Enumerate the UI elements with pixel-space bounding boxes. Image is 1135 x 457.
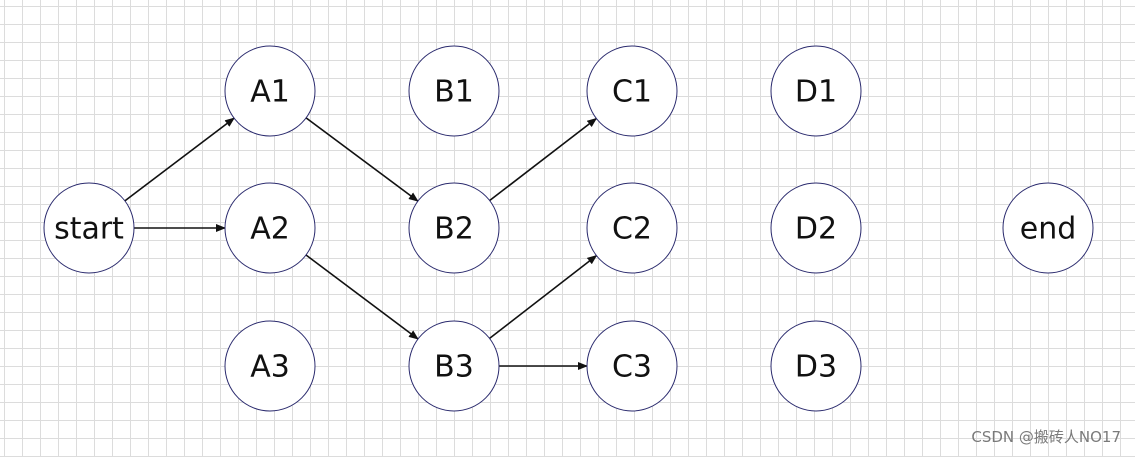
node-circle — [224, 320, 316, 412]
node-circle — [224, 182, 316, 274]
node-circle — [586, 182, 678, 274]
node-circle — [770, 45, 862, 137]
node-label: B3 — [434, 350, 474, 385]
edge-B2-C1 — [489, 117, 598, 202]
node-label: B1 — [434, 75, 474, 110]
node-label: D1 — [795, 75, 837, 110]
node-circle — [770, 182, 862, 274]
watermark-text: CSDN @搬砖人NO17 — [971, 428, 1121, 446]
node-D3: D3 — [770, 320, 862, 412]
node-label: D2 — [795, 212, 837, 247]
node-label: C3 — [612, 350, 652, 385]
node-circle — [1002, 182, 1094, 274]
edge-A1-B2 — [305, 117, 419, 202]
node-circle — [586, 320, 678, 412]
node-B3: B3 — [408, 320, 500, 412]
node-label: end — [1020, 212, 1077, 247]
edge-B3-C2 — [489, 254, 598, 340]
node-end: end — [1002, 182, 1094, 274]
node-C2: C2 — [586, 182, 678, 274]
edge-start-A1 — [124, 117, 235, 202]
node-C3: C3 — [586, 320, 678, 412]
node-A2: A2 — [224, 182, 316, 274]
node-circle — [770, 320, 862, 412]
node-circle — [224, 45, 316, 137]
node-circle — [408, 45, 500, 137]
node-D1: D1 — [770, 45, 862, 137]
node-C1: C1 — [586, 45, 678, 137]
node-circle — [586, 45, 678, 137]
node-circle — [408, 182, 500, 274]
node-circle — [43, 182, 135, 274]
node-B1: B1 — [408, 45, 500, 137]
node-label: B2 — [434, 212, 474, 247]
edge-A2-B3 — [305, 254, 419, 340]
node-label: start — [54, 212, 124, 247]
node-label: D3 — [795, 350, 837, 385]
node-start: start — [43, 182, 135, 274]
node-circle — [408, 320, 500, 412]
node-D2: D2 — [770, 182, 862, 274]
node-label: A2 — [250, 212, 290, 247]
node-label: C2 — [612, 212, 652, 247]
node-label: A1 — [250, 75, 290, 110]
node-A3: A3 — [224, 320, 316, 412]
edges-layer — [124, 117, 598, 370]
node-B2: B2 — [408, 182, 500, 274]
node-A1: A1 — [224, 45, 316, 137]
node-label: C1 — [612, 75, 652, 110]
node-label: A3 — [250, 350, 290, 385]
